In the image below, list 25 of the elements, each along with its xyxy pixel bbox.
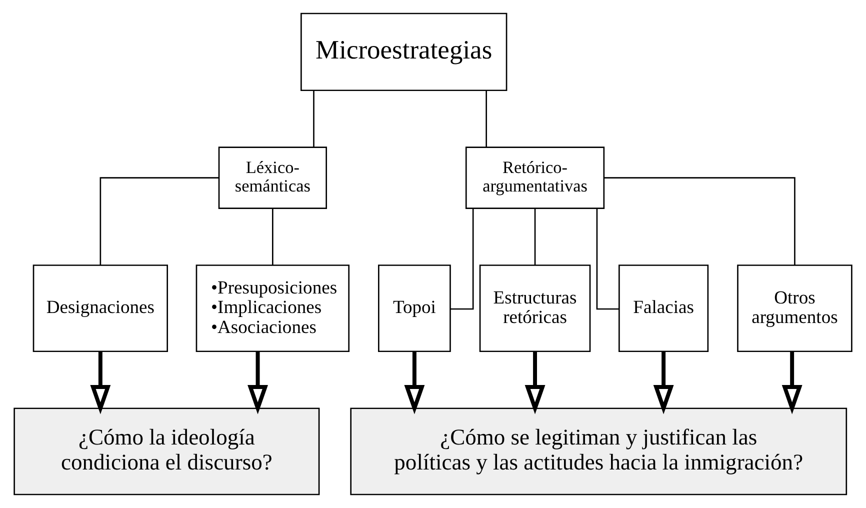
- connector: [313, 90, 314, 148]
- connector: [450, 208, 474, 310]
- arrow: [524, 352, 546, 414]
- connector: [272, 208, 274, 266]
- connector: [486, 90, 487, 148]
- node-box: ¿Cómo la ideología condiciona el discurso?: [14, 408, 320, 496]
- node-box: Topoi: [378, 264, 451, 352]
- node-box: •Presuposiciones •Implicaciones •Asociaciones: [196, 264, 350, 352]
- node-box: Falacias: [618, 264, 709, 352]
- node-box: Microestrategias: [300, 12, 508, 92]
- node-box: ¿Cómo se legitiman y justifican las políticas y las actitudes hacia la inmigración?: [350, 408, 848, 496]
- arrow: [782, 352, 802, 414]
- connector: [596, 208, 620, 310]
- arrow: [90, 352, 111, 414]
- arrow: [653, 352, 674, 414]
- arrow: [248, 352, 268, 414]
- arrow: [404, 352, 425, 414]
- node-box: Retórico-argumentativas: [465, 146, 605, 209]
- node-box: Designaciones: [32, 264, 168, 352]
- node-box: Estructuras retóricas: [479, 264, 591, 352]
- node-box: Léxico-semánticas: [218, 146, 327, 209]
- node-box: Otros argumentos: [737, 264, 852, 352]
- connector: [100, 177, 219, 266]
- connector: [604, 177, 796, 266]
- connector: [534, 208, 536, 266]
